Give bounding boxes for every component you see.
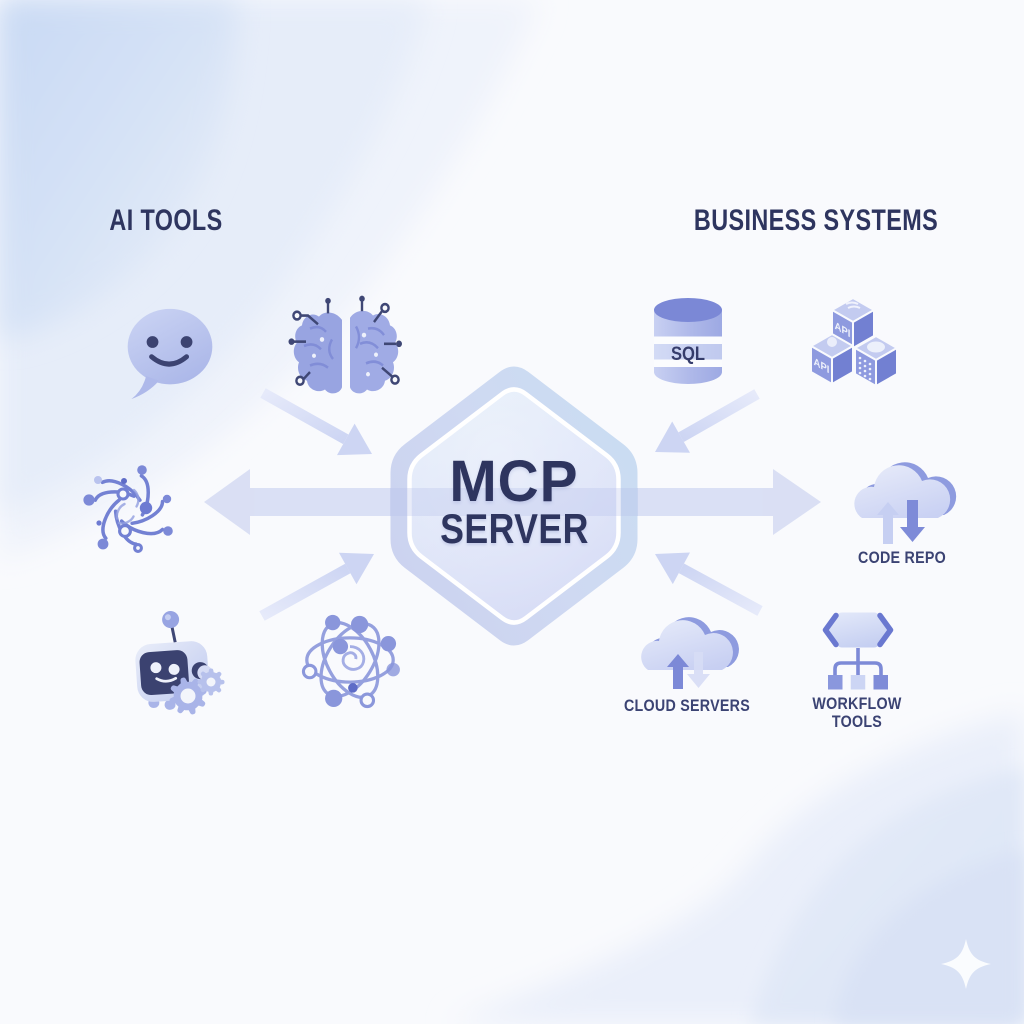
workflow-hexagon [826, 612, 890, 648]
cloud-shape [854, 462, 957, 518]
arrowhead-right [773, 469, 821, 535]
workflow-tools-icon [822, 612, 894, 690]
upload-arrow-icon [877, 502, 899, 544]
hexagon-title-line2: SERVER [439, 505, 589, 552]
upload-arrow-icon [667, 654, 689, 689]
label-cloud-servers: CLOUD SERVERS [623, 696, 751, 715]
header-ai-tools: AI TOOLS [109, 204, 223, 237]
label-workflow-line1: WORKFLOW [812, 694, 902, 713]
label-workflow-tools: WORKFLOW TOOLS [812, 695, 963, 730]
arrow-top-right [655, 389, 760, 453]
code-repo-cloud-icon [854, 462, 957, 544]
header-business-systems: BUSINESS SYSTEMS [693, 204, 939, 237]
sparkle-icon [941, 939, 991, 989]
download-arrow-icon [900, 500, 925, 542]
arrow-bottom-right [655, 552, 763, 616]
arrowhead-left [204, 469, 250, 535]
chat-bubble-icon [127, 308, 213, 400]
arrow-top-left [260, 388, 372, 456]
cloud-shape [641, 617, 739, 670]
arrow-bottom-left [259, 552, 374, 621]
neural-swirl-icon [83, 465, 173, 553]
robot-icon [135, 611, 225, 715]
sql-label: SQL [671, 343, 705, 365]
download-arrow-icon [687, 652, 710, 688]
api-cube-left [810, 333, 854, 385]
hexagon-shape [390, 366, 638, 646]
blob-top-left-inner [0, 0, 238, 340]
label-code-repo: CODE REPO [858, 548, 946, 567]
code-brackets-icon [822, 612, 894, 648]
atom-network-icon [301, 614, 400, 709]
blob-bottom-right-core [834, 850, 1024, 1024]
workflow-tree [833, 648, 883, 675]
api-cubes-icon: API API [810, 297, 898, 387]
gear-icon [169, 668, 225, 715]
sql-database-icon: SQL [654, 298, 722, 384]
label-workflow-line2: TOOLS [831, 711, 883, 731]
brain-icon [288, 295, 402, 394]
hexagon-title-line1: MCP [449, 449, 579, 514]
band-over-hexagon [390, 488, 638, 516]
cloud-servers-icon [641, 617, 739, 689]
